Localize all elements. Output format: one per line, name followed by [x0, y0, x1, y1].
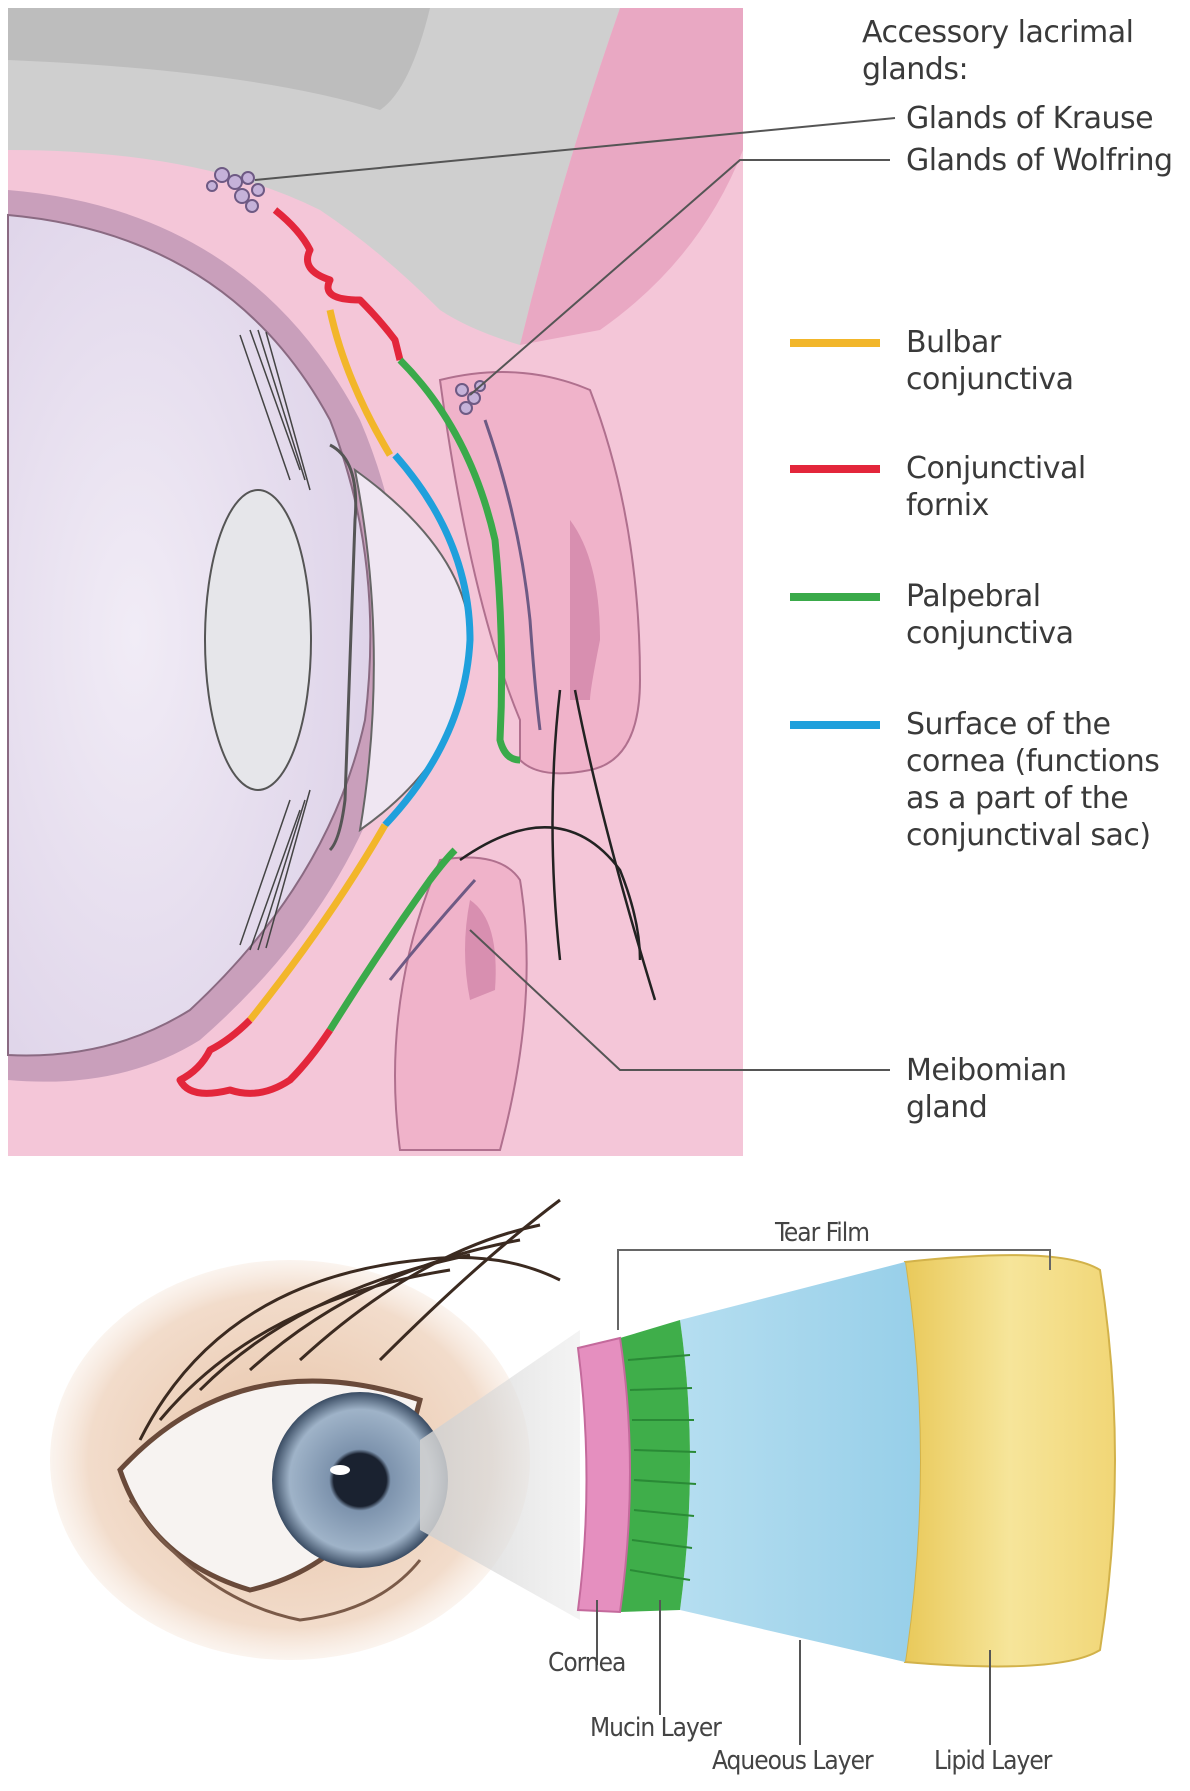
meibomian-gland-shape: [388, 419, 542, 981]
upper-lashes: [138, 1198, 561, 1441]
bulbar-lower: [247, 823, 389, 1023]
cornea-surface: [382, 452, 474, 828]
tarsal-plate-upper: [570, 520, 600, 700]
legend-palpebral-label: Palpebral conjunctiva: [906, 579, 1074, 651]
bone-inner: [8, 8, 430, 110]
palpebral-upper: [397, 357, 521, 764]
aqueous-layer-shape: [680, 1262, 920, 1662]
accessory-glands-heading: Accessory lacrimal glands:: [862, 15, 1134, 87]
upper-orbital-tissue: [520, 8, 743, 345]
tarsal-plate-lower: [465, 900, 496, 1000]
tear-film-label: Tear Film: [775, 1218, 870, 1248]
legend-swatches: [790, 339, 880, 729]
layer-leader-lines: [596, 1600, 991, 1745]
lens: [204, 489, 312, 791]
lipid-layer-shape: [903, 1254, 1116, 1668]
lower-lid-line: [128, 1499, 422, 1622]
eyelashes: [459, 689, 657, 1001]
bulbar-upper: [326, 309, 394, 457]
palpebral-lower: [327, 847, 458, 1032]
fornix-lower: [176, 1017, 333, 1097]
glands-of-wolfring-label: Glands of Wolfring: [906, 143, 1173, 178]
legend-bulbar-label: Bulbar conjunctiva: [906, 325, 1074, 397]
cornea-layer-shape: [576, 1336, 631, 1614]
lipid-layer-label: Lipid Layer: [934, 1746, 1052, 1776]
conjunctiva-cross-section: [7, 8, 896, 1156]
fornix-upper: [272, 207, 404, 361]
magnify-beam: [420, 1330, 580, 1620]
zonular-fibers: [239, 329, 311, 951]
legend-fornix-label: Conjunctival fornix: [906, 451, 1086, 523]
mucin-layer-label: Mucin Layer: [590, 1713, 722, 1743]
mucin-fibers: [627, 1354, 697, 1581]
aqueous-layer-label: Aqueous Layer: [712, 1746, 874, 1776]
leader-lines: [254, 117, 896, 1071]
tear-film-illustration: [50, 1198, 1116, 1745]
eyeball: [7, 213, 372, 1057]
glands-of-krause-shape: [206, 167, 265, 213]
eye-highlight: [330, 1465, 350, 1475]
meibomian-gland-label: Meibomian gland: [906, 1053, 1067, 1125]
iris: [328, 443, 358, 852]
lower-eyelid: [394, 856, 528, 1151]
tear-film-bracket: [617, 1249, 1051, 1330]
mucin-layer-shape: [620, 1320, 690, 1612]
glands-of-krause-label: Glands of Krause: [906, 101, 1154, 136]
orbital-bone: [8, 8, 620, 345]
legend-cornea-surface-label: Surface of the cornea (functions as a pa…: [906, 707, 1160, 853]
cornea-label: Cornea: [548, 1648, 626, 1678]
iris-pupil: [272, 1392, 448, 1568]
